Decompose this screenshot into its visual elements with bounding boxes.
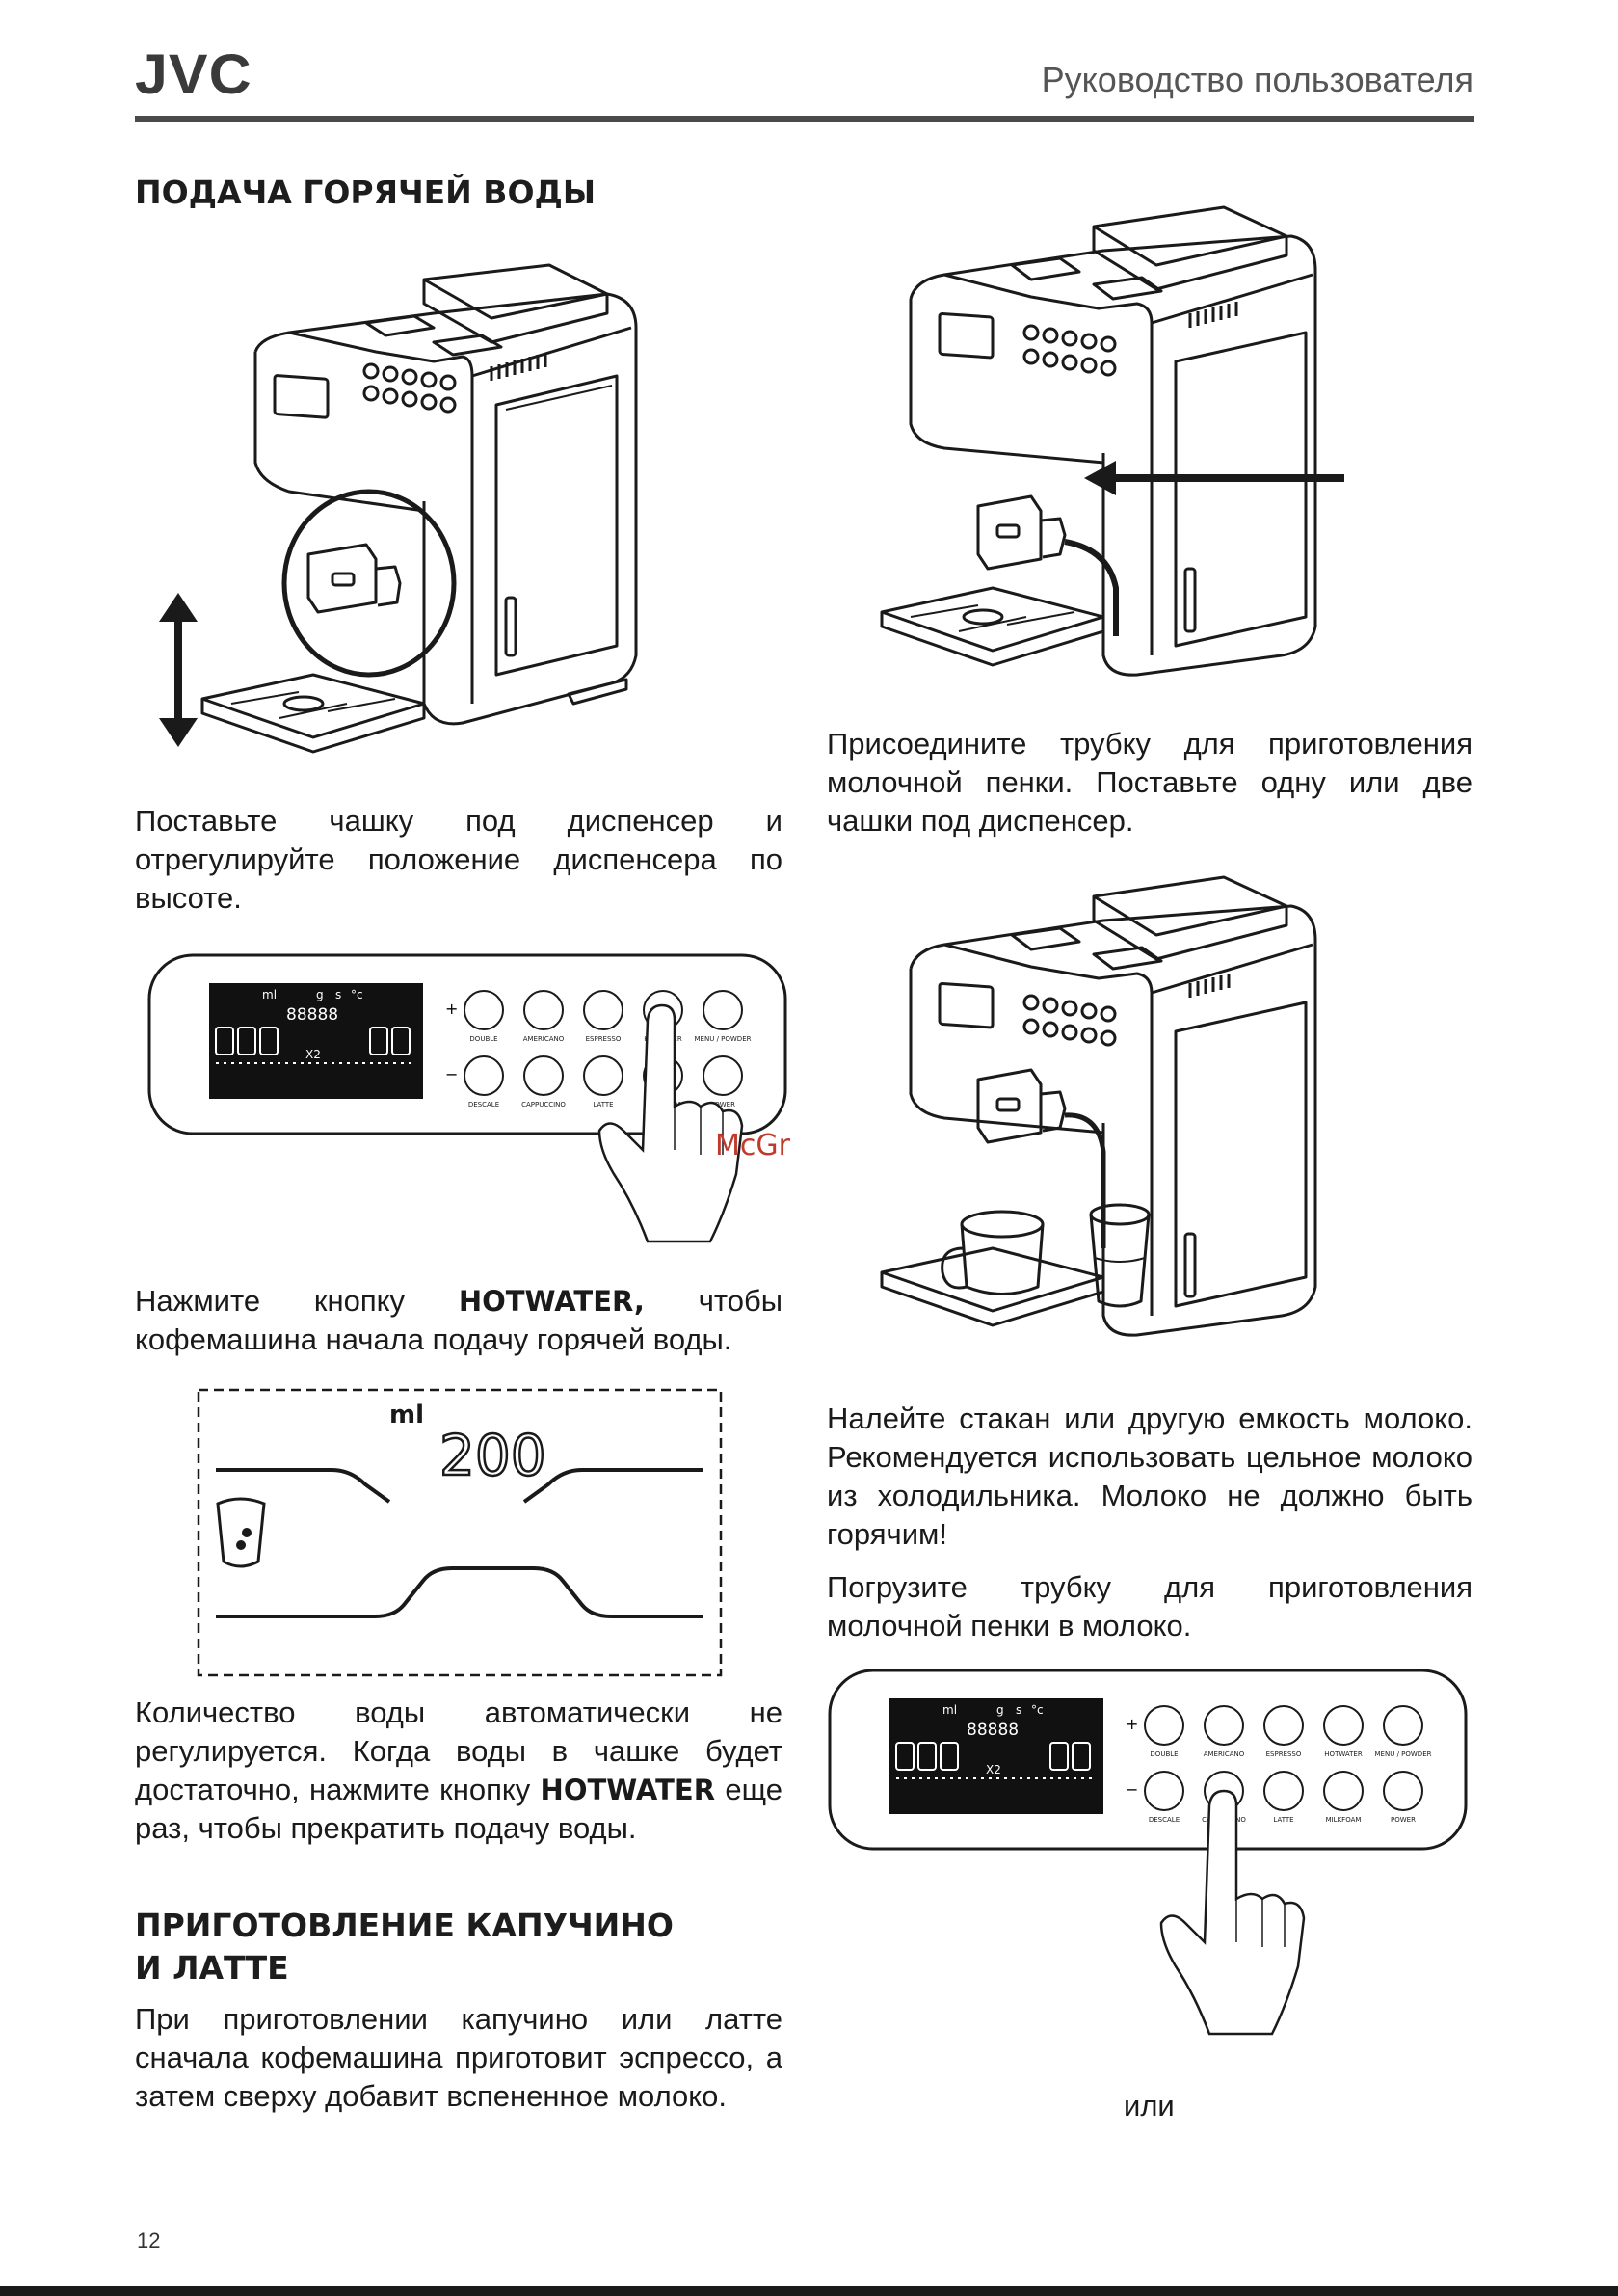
control-panel-cappuccino-press: ml g s °c 88888 X2 + − DOUBLE AMERICANO … — [828, 1669, 1468, 2036]
watermark: McGrp.Ru — [715, 1129, 792, 1162]
header-rule — [135, 116, 1474, 122]
lcd-label-s: s — [335, 988, 341, 1001]
panel-minus: − — [445, 1065, 458, 1083]
btn2-label-latte: LATTE — [1273, 1816, 1293, 1824]
control-panel-hotwater-press: ml g s °c 88888 X2 + − DOUBLE AMERICANO … — [147, 953, 792, 1243]
page-number: 12 — [137, 2229, 161, 2253]
text-attach-tube: Присоедините трубку для приготовления мо… — [827, 727, 1472, 838]
btn2-label-power: POWER — [1391, 1816, 1416, 1824]
panel-plus: + — [445, 1000, 458, 1018]
section-heading-hot-water: ПОДАЧА ГОРЯЧЕЙ ВОДЫ — [135, 174, 597, 211]
hand-pointer-icon-2 — [1159, 1789, 1306, 2036]
header-title: Руководство пользователя — [1041, 60, 1473, 99]
bottom-bar — [0, 2286, 1618, 2296]
panel2-minus: − — [1126, 1780, 1138, 1799]
lcd2-label-c: °c — [1031, 1703, 1044, 1717]
text-press-hotwater: Нажмите кнопку HOTWATER, чтобы кофемашин… — [135, 1284, 782, 1356]
btn-label-latte: LATTE — [593, 1101, 613, 1108]
btn2-label-descale: DESCALE — [1149, 1816, 1180, 1824]
hotwater-keyword: HOTWATER, — [458, 1285, 645, 1318]
btn2-label-americano: AMERICANO — [1204, 1750, 1245, 1758]
btn-label-americano: AMERICANO — [523, 1035, 565, 1043]
text-or: или — [1124, 2089, 1175, 2122]
machine-cups-milk-illustration — [880, 875, 1317, 1337]
lcd2-x2: X2 — [986, 1763, 1001, 1776]
btn-label-descale: DESCALE — [468, 1101, 499, 1108]
btn2-label-double: DOUBLE — [1150, 1750, 1178, 1758]
btn-label-espresso: ESPRESSO — [586, 1035, 622, 1043]
lcd-digits: 88888 — [286, 1005, 338, 1025]
machine-dispenser-height-illustration — [159, 263, 638, 754]
machine-milk-tube-illustration — [880, 205, 1344, 677]
lcd2-digits: 88888 — [967, 1721, 1019, 1740]
btn2-label-hotwater: HOTWATER — [1324, 1750, 1363, 1758]
display-closeup-200ml: ml 200 — [197, 1388, 723, 1677]
hotwater-keyword-2: HOTWATER — [540, 1774, 716, 1806]
display-unit-ml: ml — [389, 1401, 424, 1429]
text-cappuccino-latte: При приготовлении капучино или латте сна… — [135, 2002, 782, 2113]
btn2-label-espresso: ESPRESSO — [1266, 1750, 1302, 1758]
btn-label-double: DOUBLE — [469, 1035, 497, 1043]
panel2-plus: + — [1126, 1715, 1138, 1733]
lcd-label-ml: ml — [262, 988, 277, 1001]
text-immerse-tube: Погрузите трубку для приготовления молоч… — [827, 1570, 1472, 1642]
hand-pointer-icon — [597, 1003, 744, 1243]
lcd-x2: X2 — [305, 1048, 321, 1061]
btn-label-power: POWER — [710, 1101, 735, 1108]
display-value: 200 — [439, 1423, 546, 1488]
lcd-label-c: °c — [351, 988, 363, 1001]
lcd-label-g: g — [316, 988, 324, 1001]
btn-label-menu-powder: MENU / POWDER — [695, 1035, 752, 1043]
text-stop-hotwater: Количество воды автоматически не регулир… — [135, 1695, 782, 1845]
text-place-cup: Поставьте чашку под диспенсер и отрегули… — [135, 804, 782, 915]
lcd2-label-ml: ml — [942, 1703, 957, 1717]
brand-logo: JVC — [135, 43, 252, 106]
lcd2-label-s: s — [1016, 1703, 1021, 1717]
btn-label-cappuccino: CAPPUCCINO — [521, 1101, 566, 1108]
text-pour-milk: Налейте стакан или другую емкость молоко… — [827, 1402, 1472, 1551]
section-heading-cappuccino-latte: ПРИГОТОВЛЕНИЕ КАПУЧИНО И ЛАТТЕ — [135, 1907, 674, 1987]
hot-water-cup-icon — [216, 1497, 266, 1568]
lcd2-label-g: g — [996, 1703, 1004, 1717]
btn2-label-menu-powder: MENU / POWDER — [1375, 1750, 1432, 1758]
btn2-label-milkfoam: MILKFOAM — [1326, 1816, 1362, 1824]
